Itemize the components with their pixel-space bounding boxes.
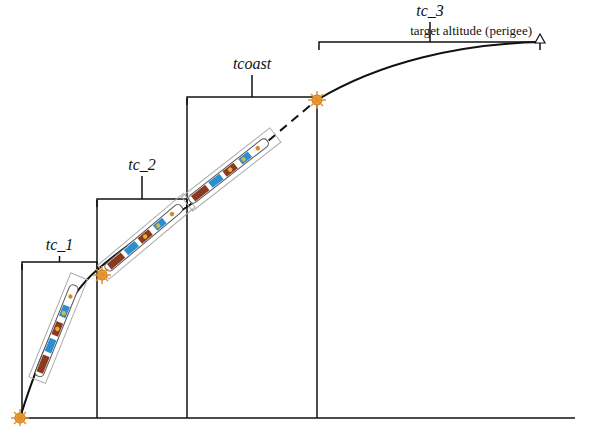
stage-divider [96, 200, 98, 264]
stage-divider [316, 98, 318, 418]
time-bracket [187, 75, 317, 105]
trajectory-powered [20, 207, 187, 418]
trajectory-powered [317, 42, 540, 100]
target-label: target altitude (perigee) [410, 24, 532, 37]
engine-flame [308, 91, 326, 109]
time-bracket [22, 256, 97, 270]
rocket-stage [29, 273, 88, 384]
ground-line [18, 417, 575, 419]
phase-duration-label: tc_3 [416, 3, 444, 19]
engine-flame [93, 266, 111, 284]
stage-divider [21, 264, 23, 418]
stage-divider [96, 264, 98, 418]
rocket-stage [98, 193, 195, 279]
target-marker [535, 34, 545, 43]
rocket-stage [182, 128, 281, 211]
time-bracket [97, 176, 187, 207]
phase-duration-label: tc_1 [46, 237, 74, 253]
engine-flame [11, 409, 29, 426]
time-bracket [319, 22, 540, 50]
phase-duration-label: tcoast [233, 56, 271, 72]
stage-divider [186, 98, 188, 418]
phase-duration-label: tc_2 [128, 157, 156, 173]
